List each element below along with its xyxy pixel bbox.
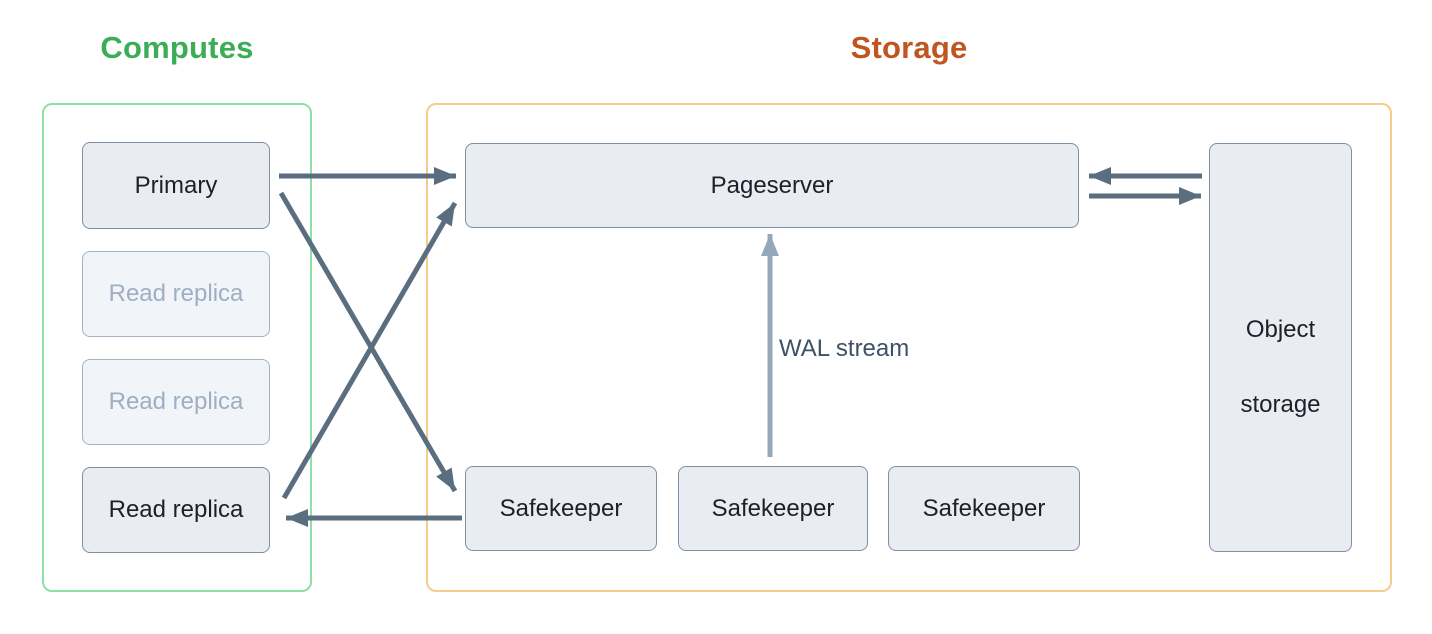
node-safekeeper-1-label: Safekeeper bbox=[499, 494, 623, 522]
node-pageserver: Pageserver bbox=[465, 143, 1079, 228]
node-read-replica-1: Read replica bbox=[82, 251, 270, 337]
node-safekeeper-2-label: Safekeeper bbox=[711, 494, 835, 522]
node-read-replica-3-label: Read replica bbox=[108, 496, 244, 523]
node-object-storage-label-line2: storage bbox=[1240, 391, 1321, 418]
node-primary-label: Primary bbox=[134, 171, 218, 199]
node-safekeeper-1: Safekeeper bbox=[465, 466, 657, 551]
computes-title: Computes bbox=[100, 30, 254, 65]
wal-stream-label: WAL stream bbox=[779, 335, 910, 362]
node-read-replica-2: Read replica bbox=[82, 359, 270, 445]
storage-title: Storage bbox=[850, 30, 968, 65]
node-read-replica-3: Read replica bbox=[82, 467, 270, 553]
node-safekeeper-2: Safekeeper bbox=[678, 466, 868, 551]
node-pageserver-label: Pageserver bbox=[710, 171, 834, 199]
node-primary: Primary bbox=[82, 142, 270, 229]
node-safekeeper-3: Safekeeper bbox=[888, 466, 1080, 551]
node-read-replica-1-label: Read replica bbox=[108, 280, 244, 307]
node-object-storage: Object storage bbox=[1209, 143, 1352, 552]
node-object-storage-label-line1: Object bbox=[1245, 316, 1316, 343]
node-read-replica-2-label: Read replica bbox=[108, 388, 244, 415]
node-safekeeper-3-label: Safekeeper bbox=[922, 494, 1046, 522]
